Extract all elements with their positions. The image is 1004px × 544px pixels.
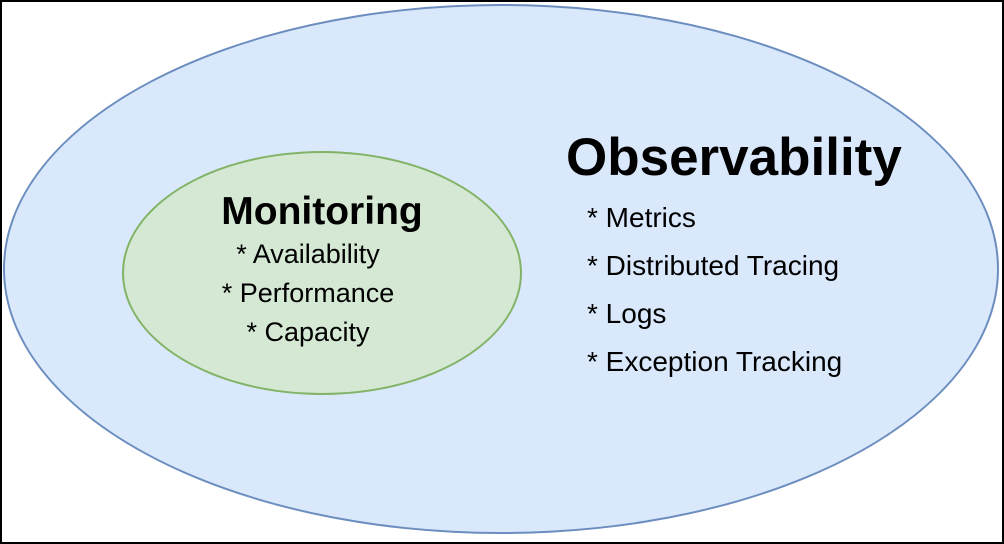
monitoring-ellipse: [122, 151, 522, 395]
monitoring-item-list: * Availability * Performance * Capacity: [108, 235, 508, 352]
observability-item-distributed-tracing: * Distributed Tracing: [587, 249, 840, 281]
monitoring-item-capacity: * Capacity: [246, 317, 370, 347]
observability-item-list: * Metrics * Distributed Tracing * Logs *…: [566, 194, 902, 386]
observability-item-exception-tracking: * Exception Tracking: [587, 345, 843, 377]
monitoring-item-performance: * Performance: [221, 278, 395, 308]
monitoring-item-availability: * Availability: [236, 239, 380, 269]
monitoring-label-group: Monitoring * Availability * Performance …: [122, 189, 522, 352]
observability-item-logs: * Logs: [587, 297, 667, 329]
observability-label-group: Observability * Metrics * Distributed Tr…: [566, 126, 902, 386]
observability-item-metrics: * Metrics: [587, 201, 696, 233]
monitoring-title: Monitoring: [221, 190, 423, 233]
observability-title: Observability: [566, 128, 902, 187]
